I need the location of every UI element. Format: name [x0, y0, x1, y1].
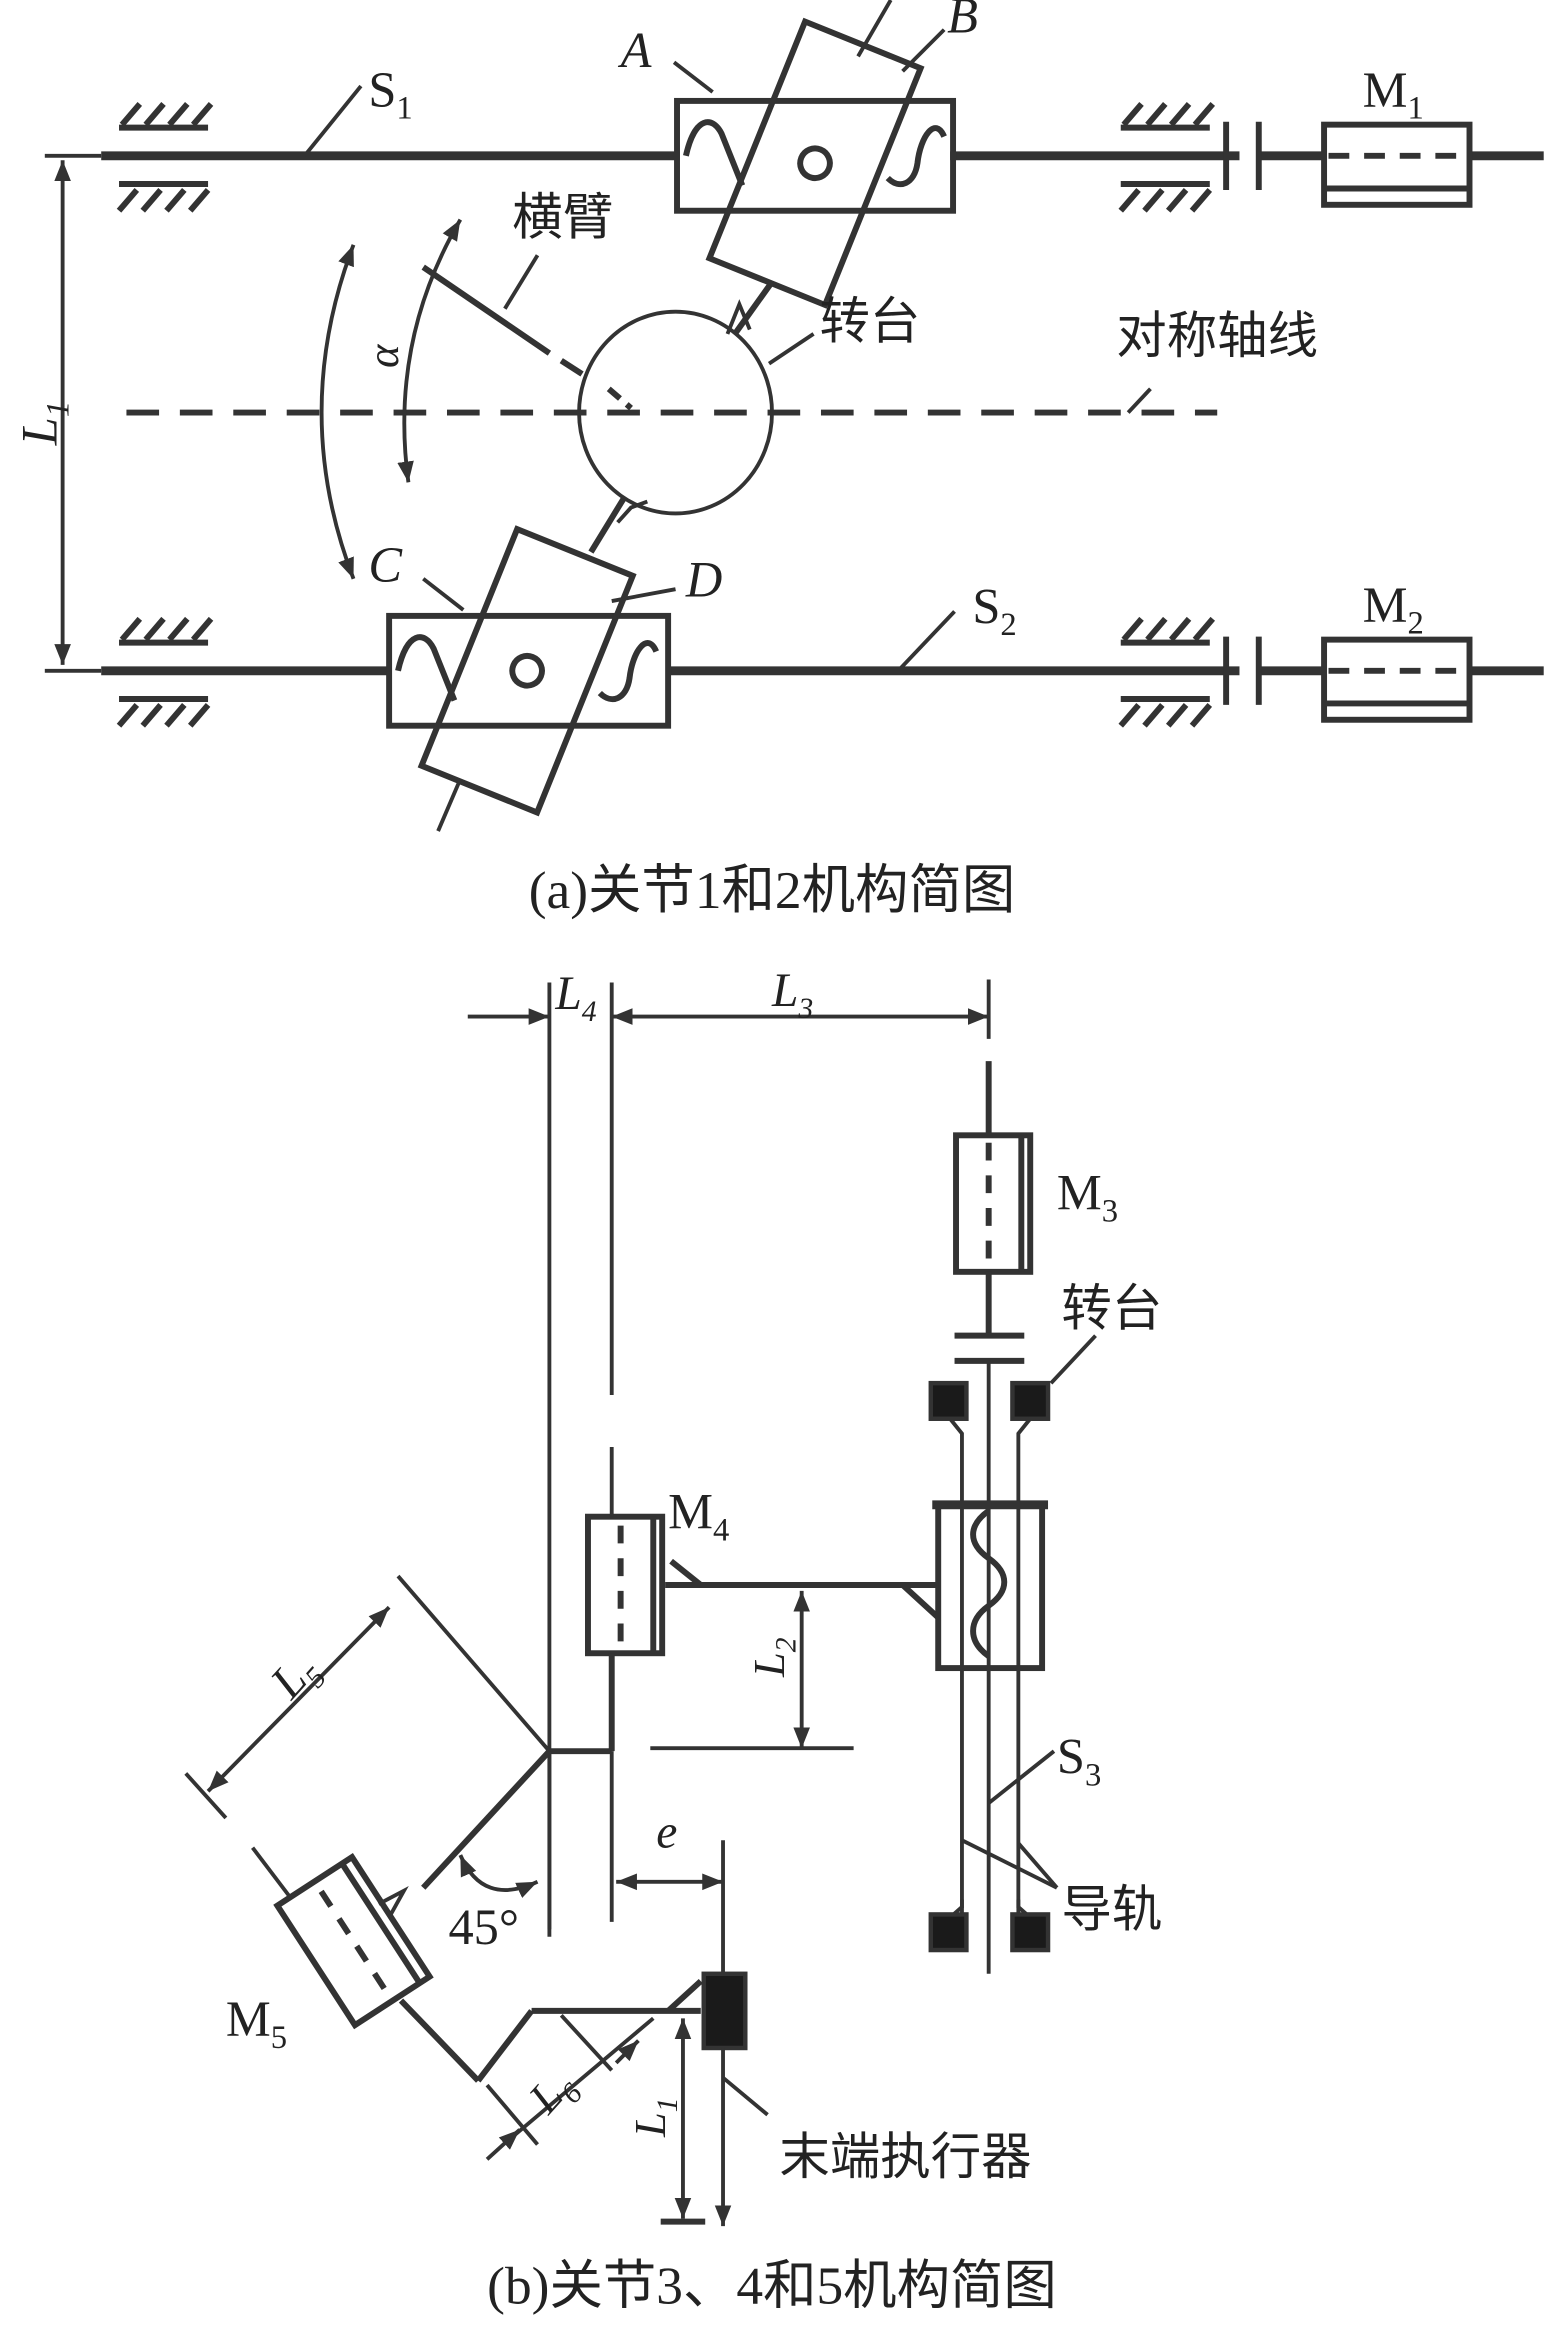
slider-d [417, 525, 637, 817]
leader-s2 [896, 610, 956, 673]
motor-m4 [585, 1513, 666, 1657]
rod-d-bottom [436, 778, 463, 832]
label-a: A [618, 22, 652, 78]
bearing-block-top-left [928, 1380, 969, 1421]
label-m5: M5 [226, 1991, 287, 2056]
alpha-angle-arc [397, 218, 463, 483]
leader-guide-rail-left [961, 1838, 1058, 1890]
label-l4: L4 [554, 968, 596, 1028]
link-b-joint [725, 299, 752, 335]
label-guide-rail: 导轨 [1061, 1879, 1162, 1938]
swing-arc [319, 244, 356, 580]
label-alpha: α [358, 343, 408, 368]
link-b-turntable [732, 280, 775, 336]
cam-box-a [674, 97, 957, 214]
motor-m5 [273, 1853, 434, 2030]
leader-end-effector [721, 2076, 769, 2117]
caption-a: (a)关节1和2机构简图 [529, 860, 1016, 920]
link-d-joint [616, 499, 648, 524]
label-s3: S3 [1057, 1728, 1101, 1793]
leader-guide-rail-right [1016, 1841, 1059, 1889]
label-turntable-a: 转台 [819, 291, 920, 350]
m5-brace [377, 1885, 409, 1919]
motor-m2 [1321, 636, 1473, 723]
l5-extension-top [396, 1574, 551, 1753]
link-turntable-d [588, 497, 627, 554]
leader-d [611, 587, 676, 603]
leader-turntable-a [767, 332, 815, 366]
leader-s1 [303, 84, 363, 158]
label-e: e [656, 1807, 677, 1859]
arm-brace-right [900, 1582, 941, 1620]
leader-turntable-b [1049, 1334, 1097, 1385]
dimension-l6-line [511, 2016, 655, 2139]
cam-box-c [386, 612, 672, 729]
label-l2: L2 [744, 1637, 803, 1678]
label-end-effector: 末端执行器 [779, 2127, 1031, 2186]
label-crossarm: 横臂 [512, 187, 613, 246]
rod-b-top [856, 0, 893, 58]
label-b: B [947, 0, 978, 44]
label-m1: M1 [1363, 62, 1424, 127]
motor-m3 [953, 1132, 1034, 1275]
arm-brace-left [669, 1558, 703, 1588]
label-l6: L6 [518, 2059, 589, 2129]
figure-a: M1 S1 A B 转台 对称轴线 [12, 0, 1544, 920]
label-c: C [368, 537, 403, 593]
motor-m1 [1321, 121, 1473, 208]
figure-b: L4 L3 M3 转台 [184, 965, 1162, 2315]
leader-s3 [987, 1749, 1056, 1805]
arm-lower-diagonal [475, 2009, 534, 2083]
caption-b: (b)关节3、4和5机构简图 [487, 2255, 1057, 2315]
arm-effector-brace [666, 1979, 703, 2014]
dimension-l6-arrow-bottom [485, 2128, 522, 2161]
label-angle-45: 45° [448, 1899, 519, 1955]
bearing-block-bottom-right [1010, 1912, 1051, 1953]
label-m4: M4 [668, 1484, 729, 1549]
label-l3: L3 [771, 965, 813, 1025]
leader-a [672, 60, 714, 94]
label-l1-a: L1 [12, 401, 77, 446]
label-s2: S2 [972, 578, 1016, 643]
leader-b [901, 28, 946, 73]
bearing-block-top-right [1010, 1380, 1051, 1421]
l5-extension-bottom [184, 1772, 228, 1820]
label-l1-b: L1 [625, 2097, 684, 2138]
label-turntable-b: 转台 [1061, 1278, 1162, 1337]
dimension-l5 [206, 1605, 391, 1793]
label-symmetry-axis: 对称轴线 [1116, 306, 1318, 365]
leader-symmetry-axis [1126, 387, 1152, 414]
label-l5: L5 [260, 1643, 333, 1714]
end-effector-block [701, 1971, 748, 2051]
dimension-l6-arrow-top [614, 2039, 640, 2065]
coupling-s2 [1223, 636, 1262, 705]
slider-b [705, 17, 925, 309]
arm-junction-m5 [421, 1749, 552, 1890]
m5-axis-top [251, 1846, 292, 1898]
cross-arm [421, 254, 633, 411]
angle-arc-45 [458, 1854, 539, 1899]
l6-extension-bottom [485, 2083, 539, 2146]
bearing-block-bottom-left [928, 1912, 969, 1953]
label-d: D [685, 552, 722, 608]
label-m2: M2 [1363, 577, 1424, 642]
label-m3: M3 [1057, 1165, 1118, 1230]
coupling-s1 [1223, 121, 1262, 190]
leader-c [422, 577, 465, 612]
arm-m5-lower [398, 1998, 481, 2083]
label-s1: S1 [368, 62, 412, 127]
